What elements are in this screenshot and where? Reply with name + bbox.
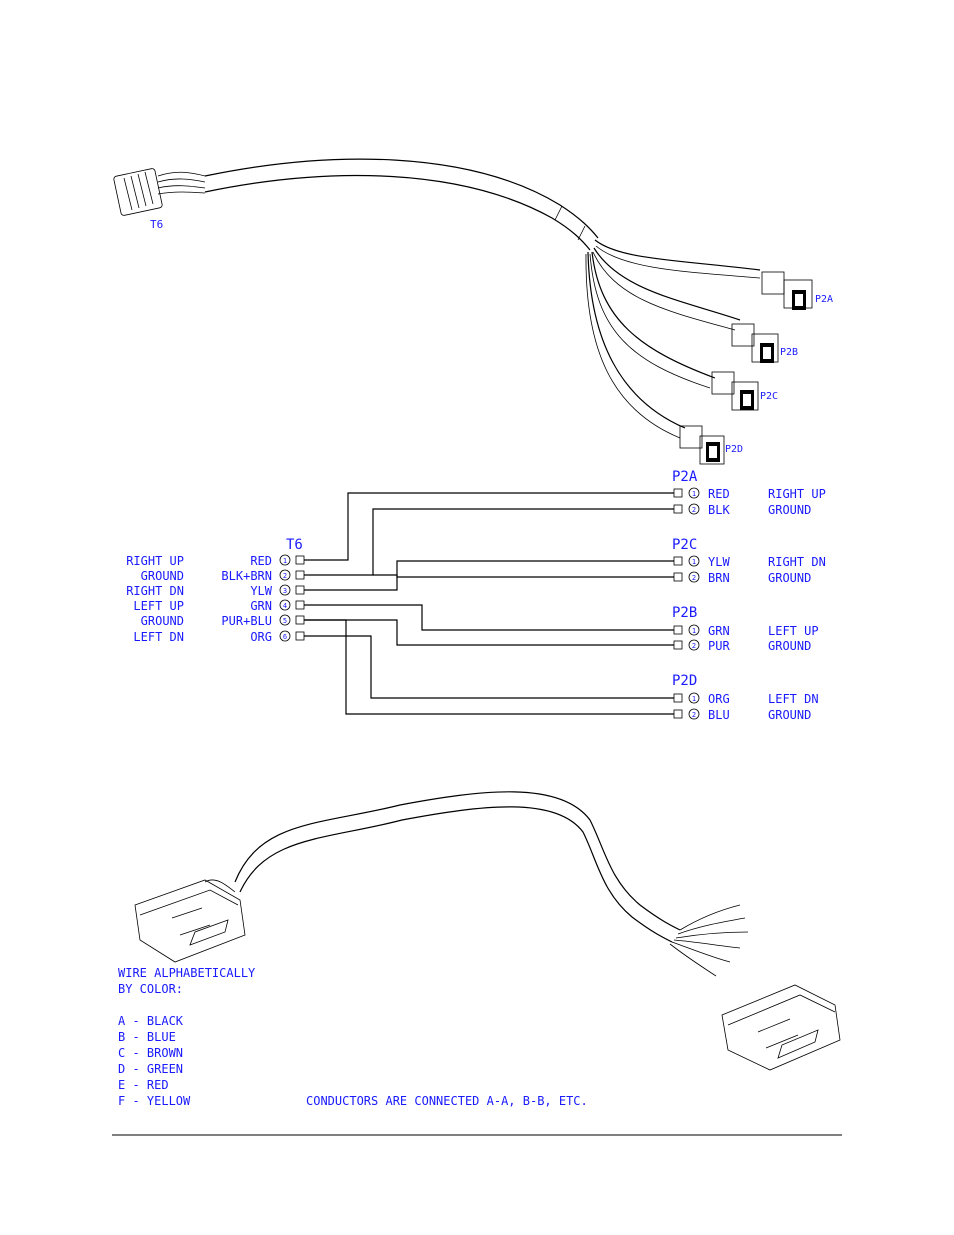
- t6-func-6: LEFT DN: [133, 630, 184, 644]
- notes-item-f: F - YELLOW: [118, 1094, 191, 1108]
- t6-terminal-6: [295, 631, 305, 641]
- p2c-title: P2C: [672, 537, 697, 553]
- t6-color-3: YLW: [250, 584, 272, 598]
- right-connector-drawing: [721, 984, 841, 1071]
- p2b-color-2: PUR: [708, 639, 730, 653]
- p2d-color-1: ORG: [708, 692, 730, 706]
- t6-num-3: 3: [283, 587, 287, 595]
- t6-pin-row: LEFT UP GRN 4: [133, 599, 305, 613]
- p2b-func-2: GROUND: [768, 639, 811, 653]
- t6-pin-row: LEFT DN ORG 6: [133, 630, 305, 644]
- p2a-drawing-label: P2A: [815, 294, 833, 305]
- p2b-num-1: 1: [692, 627, 696, 635]
- t6-num-5: 5: [283, 617, 287, 625]
- t6-terminal-5: [295, 615, 305, 625]
- p2b-num-2: 2: [692, 642, 696, 650]
- p2b-connector-drawing: [731, 323, 779, 363]
- p2d-drawing-label: P2D: [725, 444, 743, 455]
- notes-heading-2: BY COLOR:: [118, 982, 183, 996]
- wiring-notes: WIRE ALPHABETICALLY BY COLOR: A - BLACK …: [118, 966, 588, 1108]
- p2d-func-2: GROUND: [768, 708, 811, 722]
- t6-func-1: RIGHT UP: [126, 554, 184, 568]
- p2a-num-2: 2: [692, 506, 696, 514]
- p2a-title: P2A: [672, 469, 698, 485]
- p2c-func-2: GROUND: [768, 571, 811, 585]
- t6-num-4: 4: [283, 602, 287, 610]
- p2b-func-1: LEFT UP: [768, 624, 819, 638]
- t6-pin-row: GROUND PUR+BLU 5: [141, 614, 305, 628]
- t6-func-2: GROUND: [141, 569, 184, 583]
- top-harness-drawing: T6 P2A P2B: [113, 158, 833, 465]
- p2c-pin-row: 2 BRN GROUND: [673, 571, 811, 585]
- p2b-pin-row: 2 PUR GROUND: [673, 639, 811, 653]
- p2c-color-2: BRN: [708, 571, 730, 585]
- schematic-wires: [304, 492, 674, 715]
- t6-func-4: LEFT UP: [133, 599, 184, 613]
- notes-connected: CONDUCTORS ARE CONNECTED A-A, B-B, ETC.: [306, 1094, 588, 1108]
- t6-title: T6: [286, 537, 303, 553]
- notes-heading-1: WIRE ALPHABETICALLY: [118, 966, 256, 980]
- p2d-pin-row: 1 ORG LEFT DN: [673, 692, 819, 706]
- notes-item-a: A - BLACK: [118, 1014, 184, 1028]
- t6-pin-row: GROUND BLK+BRN 2: [141, 569, 305, 583]
- p2d-num-1: 1: [692, 695, 696, 703]
- p2b-drawing-label: P2B: [780, 347, 798, 358]
- t6-num-2: 2: [283, 572, 287, 580]
- p2c-pin-row: 1 YLW RIGHT DN: [673, 555, 826, 569]
- p2d-color-2: BLU: [708, 708, 730, 722]
- p2b-color-1: GRN: [708, 624, 730, 638]
- t6-terminal-4: [295, 600, 305, 610]
- p2c-func-1: RIGHT DN: [768, 555, 826, 569]
- p2c-num-1: 1: [692, 558, 696, 566]
- t6-color-4: GRN: [250, 599, 272, 613]
- t6-pin-row: RIGHT DN YLW 3: [126, 584, 305, 598]
- t6-color-5: PUR+BLU: [221, 614, 272, 628]
- p2a-connector-drawing: [761, 271, 813, 310]
- p2c-connector-drawing: [711, 371, 759, 411]
- p2b-pin-row: 1 GRN LEFT UP: [673, 624, 819, 638]
- p2a-num-1: 1: [692, 490, 696, 498]
- p2a-func-1: RIGHT UP: [768, 487, 826, 501]
- p2c-num-2: 2: [692, 574, 696, 582]
- t6-num-6: 6: [283, 633, 287, 641]
- notes-item-e: E - RED: [118, 1078, 169, 1092]
- p2a-func-2: GROUND: [768, 503, 811, 517]
- t6-func-5: GROUND: [141, 614, 184, 628]
- left-connector-drawing: [134, 879, 246, 963]
- p2c-drawing-label: P2C: [760, 391, 778, 402]
- t6-color-1: RED: [250, 554, 272, 568]
- p2c-color-1: YLW: [708, 555, 730, 569]
- p2d-num-2: 2: [692, 711, 696, 719]
- p2a-color-1: RED: [708, 487, 730, 501]
- t6-num-1: 1: [283, 557, 287, 565]
- extension-cable-drawing: [134, 791, 841, 1071]
- p2d-pin-row: 2 BLU GROUND: [673, 708, 811, 722]
- t6-pin-row: RIGHT UP RED 1: [126, 554, 305, 568]
- t6-terminal-2: [295, 570, 305, 580]
- p2a-pin-row: 2 BLK GROUND: [673, 503, 811, 517]
- p2d-title: P2D: [672, 673, 697, 689]
- t6-color-6: ORG: [250, 630, 272, 644]
- notes-item-b: B - BLUE: [118, 1030, 176, 1044]
- notes-item-c: C - BROWN: [118, 1046, 183, 1060]
- t6-terminal-3: [295, 585, 305, 595]
- t6-drawing-label: T6: [150, 218, 163, 231]
- p2a-color-2: BLK: [708, 503, 730, 517]
- t6-func-3: RIGHT DN: [126, 584, 184, 598]
- t6-connector-drawing: [113, 168, 206, 216]
- p2a-pin-row: 1 RED RIGHT UP: [673, 487, 826, 501]
- t6-color-2: BLK+BRN: [221, 569, 272, 583]
- p2d-func-1: LEFT DN: [768, 692, 819, 706]
- t6-terminal-1: [295, 555, 305, 565]
- notes-item-d: D - GREEN: [118, 1062, 183, 1076]
- p2d-connector-drawing: [679, 425, 725, 465]
- wiring-schematic: T6 RIGHT UP RED 1 GROUND BLK+BRN 2 RIGHT…: [126, 469, 826, 722]
- p2b-title: P2B: [672, 605, 697, 621]
